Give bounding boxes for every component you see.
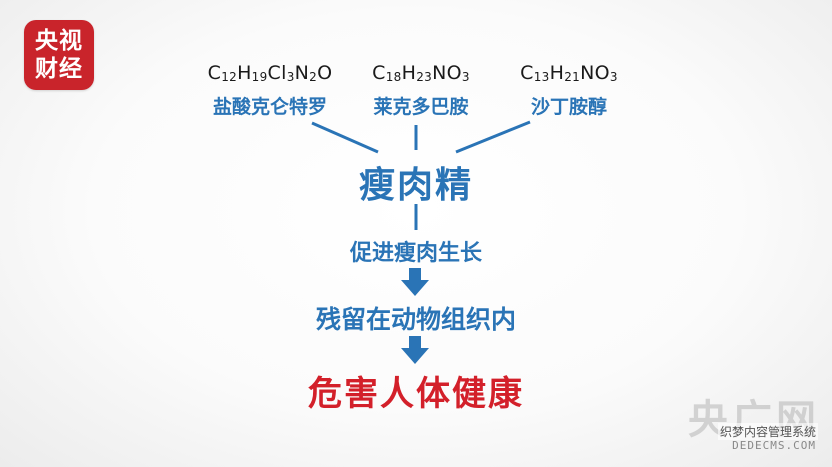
formula-element: Cl [267,62,287,84]
formula-element: H [237,62,252,84]
formula-clenbuterol: C12H19Cl3N2O [170,62,370,84]
center-node: 瘦肉精 [358,165,473,206]
logo-line-2: 财经 [35,56,83,82]
compound-name-ractopamine: 莱克多巴胺 [373,96,469,118]
final-node: 危害人体健康 [308,374,524,414]
formula-salbutamol: C13H21NO3 [469,62,669,84]
formula-element: C [520,62,534,84]
formula-element: H [549,62,565,84]
formula-subscript: 13 [533,70,550,84]
compound-name-clenbuterol: 盐酸克仑特罗 [212,96,327,118]
compound-name-salbutamol: 沙丁胺醇 [530,96,607,118]
formula-element: NO [432,62,462,84]
formula-subscript: 3 [286,70,295,84]
cctv-finance-logo: 央视 财经 [24,20,94,90]
step-node-1: 促进瘦肉生长 [349,241,482,266]
down-arrow-icon [401,268,429,296]
formula-element: N [294,62,310,84]
formula-element: O [317,62,333,84]
formula-subscript: 3 [461,70,470,84]
formula-subscript: 19 [251,70,268,84]
watermark-url: DEDECMS.COM [732,439,816,452]
formula-element: NO [580,62,610,84]
formula-element: C [372,62,386,84]
formula-subscript: 12 [221,70,238,84]
down-arrow-icon [401,336,429,364]
formula-element: H [401,62,417,84]
formula-subscript: 2 [309,70,318,84]
connector-right [455,120,531,154]
connector-left [311,121,379,154]
formula-ractopamine: C18H23NO3 [321,62,521,84]
formula-subscript: 18 [385,70,402,84]
formula-subscript: 3 [609,70,618,84]
formula-subscript: 23 [416,70,433,84]
watermark-dedecms-text: 织梦内容管理系统 [717,423,818,440]
step-node-2: 残留在动物组织内 [315,305,516,334]
logo-line-1: 央视 [35,28,83,54]
watermark: 央广网 织梦内容管理系统 DEDECMS.COM [660,387,820,459]
formula-subscript: 21 [564,70,581,84]
formula-element: C [207,62,222,84]
